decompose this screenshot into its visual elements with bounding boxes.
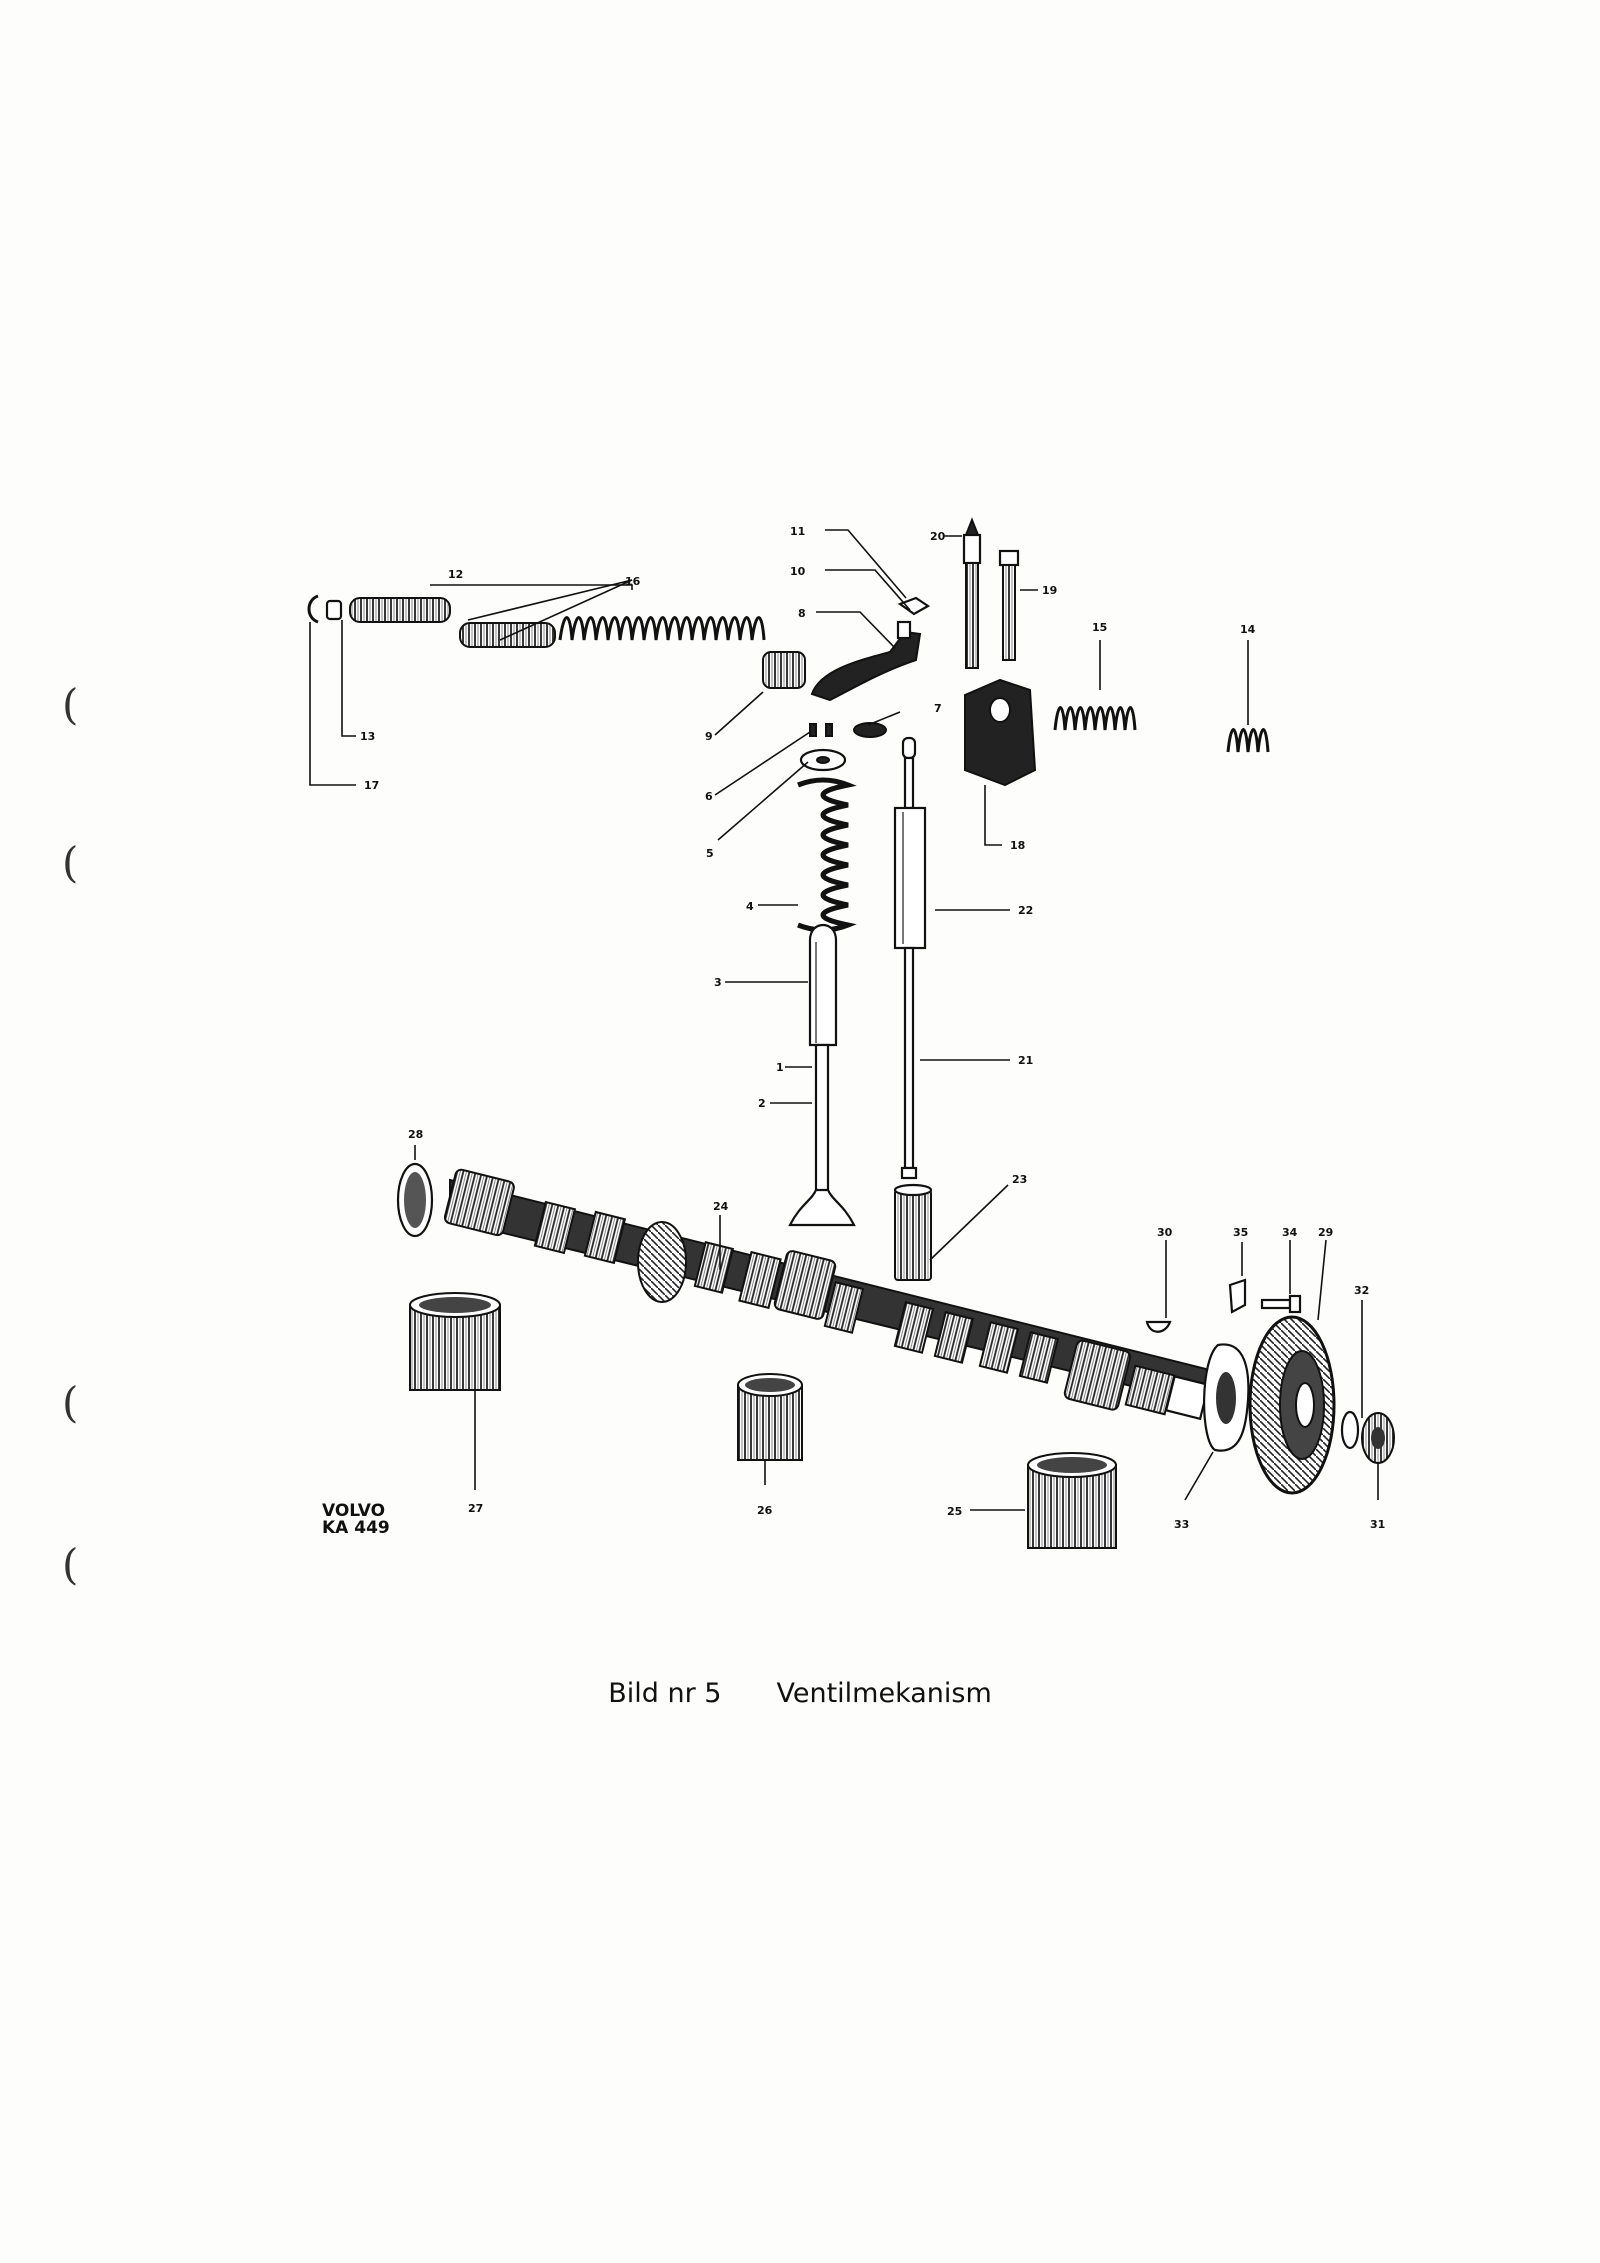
callout-label: 8 — [798, 607, 806, 620]
valve-cap-icon — [799, 748, 847, 772]
washer-icon — [1340, 1410, 1360, 1450]
caption-title: Ventilmekanism — [776, 1678, 992, 1709]
callout-label: 32 — [1354, 1284, 1369, 1297]
circlip-icon — [307, 594, 319, 624]
callout-label: 31 — [1370, 1518, 1385, 1531]
bearing-bushing-icon — [762, 651, 806, 689]
drawing-number: KA 449 — [322, 1518, 390, 1538]
callout-label: 30 — [1157, 1226, 1173, 1239]
callout-label: 10 — [790, 565, 806, 578]
callout-label: 16 — [625, 575, 641, 588]
punch-hole-mark: ( — [62, 838, 79, 887]
callout-label: 34 — [1282, 1226, 1298, 1239]
bolt-icon — [962, 517, 982, 669]
figure-caption: Bild nr 5 Ventilmekanism — [0, 1678, 1600, 1709]
valve-icon — [788, 1043, 856, 1227]
rocker-bracket-icon — [964, 678, 1037, 787]
callout-label: 19 — [1042, 584, 1057, 597]
rocker-shaft-spring-icon — [1053, 706, 1137, 731]
pushrod-icon — [893, 736, 927, 1180]
callout-label: 6 — [705, 790, 713, 803]
tappet-icon — [808, 924, 838, 1047]
brand-name: VOLVO — [322, 1501, 386, 1521]
brand-mark: VOLVO KA 449 — [322, 1503, 390, 1537]
callout-label: 22 — [1018, 904, 1033, 917]
bearing-bushing-icon — [1027, 1452, 1117, 1549]
key-icon — [1145, 1320, 1172, 1333]
callout-label: 21 — [1018, 1054, 1033, 1067]
callout-label: 4 — [746, 900, 754, 913]
callout-label: 17 — [364, 779, 379, 792]
caption-number: Bild nr 5 — [608, 1678, 722, 1709]
lock-plate-icon — [1228, 1278, 1247, 1314]
callout-label: 1 — [776, 1061, 784, 1074]
timing-gear-icon — [1248, 1315, 1336, 1495]
bearing-bushing-icon — [409, 1292, 501, 1391]
callout-label: 15 — [1092, 621, 1107, 634]
callout-label: 20 — [930, 530, 946, 543]
callout-label: 24 — [713, 1200, 729, 1213]
callout-label: 2 — [758, 1097, 766, 1110]
spring-seat-icon — [853, 722, 887, 738]
valve-keeper-icon — [809, 723, 833, 737]
punch-hole-mark: ( — [62, 680, 79, 729]
callout-label: 9 — [705, 730, 713, 743]
bolt-icon — [1260, 1294, 1302, 1314]
thrust-plate-icon — [1203, 1343, 1250, 1452]
punch-hole-mark: ( — [62, 1378, 79, 1427]
callout-label: 33 — [1174, 1518, 1189, 1531]
callout-label: 7 — [934, 702, 942, 715]
bolt-icon — [998, 549, 1020, 661]
rocker-shaft-spring-icon — [558, 616, 766, 641]
callout-label: 12 — [448, 568, 463, 581]
camshaft-icon — [443, 1168, 1231, 1421]
nut-icon — [1361, 1412, 1395, 1464]
callout-label: 29 — [1318, 1226, 1333, 1239]
callout-label: 23 — [1012, 1173, 1027, 1186]
tappet-guide-icon — [893, 1183, 933, 1281]
callout-label: 5 — [706, 847, 714, 860]
callout-label: 35 — [1233, 1226, 1248, 1239]
callout-label: 25 — [947, 1505, 962, 1518]
nut-icon — [897, 596, 931, 616]
callout-label: 3 — [714, 976, 722, 989]
valve-spring-icon — [797, 777, 857, 933]
callout-label: 28 — [408, 1128, 423, 1141]
callout-label: 13 — [360, 730, 375, 743]
bearing-seal-icon — [396, 1162, 434, 1238]
callout-label: 26 — [757, 1504, 773, 1517]
callout-label: 14 — [1240, 623, 1256, 636]
rocker-shaft-icon — [349, 597, 556, 648]
nut-icon — [325, 599, 343, 621]
bearing-bushing-icon — [737, 1373, 803, 1461]
rocker-arm-icon — [810, 620, 922, 702]
callout-label: 18 — [1010, 839, 1025, 852]
callout-label: 11 — [790, 525, 805, 538]
callout-label: 27 — [468, 1502, 483, 1515]
punch-hole-mark: ( — [62, 1540, 79, 1589]
rocker-shaft-spring-icon — [1226, 728, 1270, 753]
